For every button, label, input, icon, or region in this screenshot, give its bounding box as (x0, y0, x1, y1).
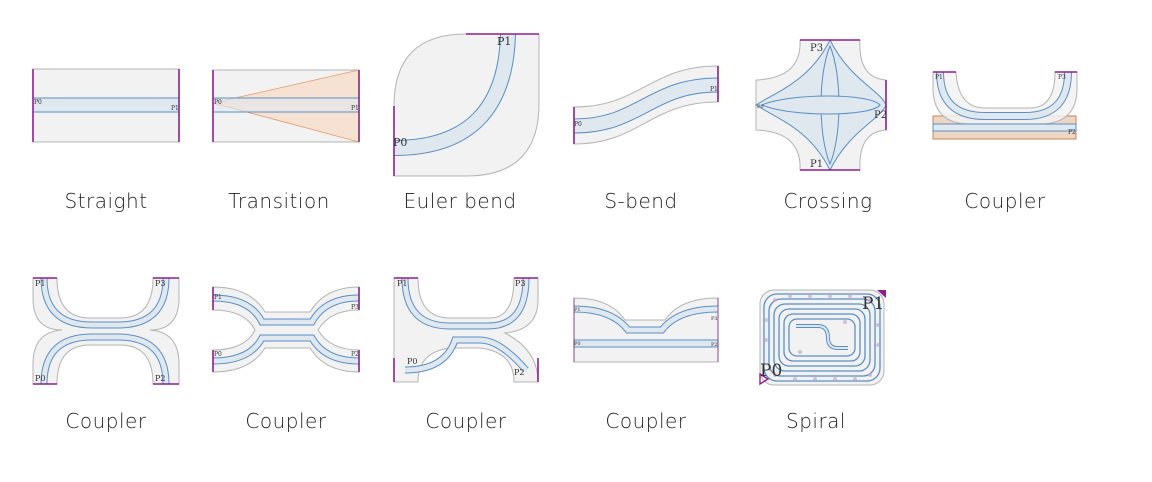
component-label: Coupler (605, 409, 687, 433)
coupler-component-5: P1 P0 P3 P2 (573, 297, 719, 363)
component-label: Straight (64, 189, 148, 213)
port-label: P3 (155, 279, 165, 288)
component-label: Spiral (786, 409, 846, 433)
s-bend-component: P0 P1 (573, 65, 719, 145)
port-label: P2 (514, 368, 524, 377)
port-label: P0 (757, 104, 764, 110)
port-label: P1 (862, 294, 884, 314)
port-label: P0 (574, 121, 582, 128)
coupler-component-1: P1 P3 P2 (932, 71, 1078, 140)
component-label: Coupler (964, 189, 1046, 213)
port-label: P0 (407, 357, 417, 366)
component-label: Crossing (783, 189, 873, 213)
port-label: P2 (711, 342, 718, 348)
coupler-component-4: P1 P3 P0 P2 (393, 277, 539, 383)
component-label: S-bend (604, 189, 678, 213)
coupler-component-3: P1 P0 P3 P2 (212, 286, 360, 373)
component-label: Coupler (245, 409, 327, 433)
euler-bend-component: P0 P1 (393, 33, 540, 177)
port-label: P1 (574, 307, 581, 313)
port-label: P1 (214, 294, 222, 301)
port-label: P3 (1058, 74, 1066, 81)
component-label: Euler bend (403, 189, 517, 213)
port-label: P0 (35, 374, 45, 383)
crossing-component: P3 P1 P2 P0 (755, 38, 887, 172)
port-label: P0 (574, 341, 581, 347)
port-label: P1 (497, 35, 511, 48)
port-label: P0 (214, 99, 222, 106)
port-label: P1 (35, 279, 45, 288)
component-label: Coupler (425, 409, 507, 433)
port-label: P3 (711, 316, 718, 322)
spiral-component: P1 P0 (759, 289, 886, 386)
port-label: P0 (214, 351, 222, 358)
transition-component: P0 P1 (212, 69, 360, 143)
port-label: P3 (351, 304, 359, 311)
port-label: P1 (810, 159, 823, 170)
component-label: Transition (228, 189, 330, 213)
port-label: P1 (397, 279, 407, 288)
port-label: P0 (760, 361, 782, 381)
coupler-component-2: P1 P3 P0 P2 (32, 277, 180, 385)
port-label: P2 (155, 374, 165, 383)
port-label: P3 (515, 279, 525, 288)
port-label: P2 (874, 110, 887, 121)
straight-component: P0 P1 (32, 68, 180, 143)
port-label: P1 (171, 105, 179, 112)
component-label: Coupler (65, 409, 147, 433)
port-label: P1 (935, 74, 943, 81)
port-label: P2 (1068, 129, 1076, 136)
port-label: P3 (810, 43, 823, 54)
port-label: P0 (393, 136, 407, 149)
port-label: P0 (34, 99, 42, 106)
port-label: P2 (351, 351, 359, 358)
port-label: P1 (710, 86, 718, 93)
port-label: P1 (351, 105, 359, 112)
